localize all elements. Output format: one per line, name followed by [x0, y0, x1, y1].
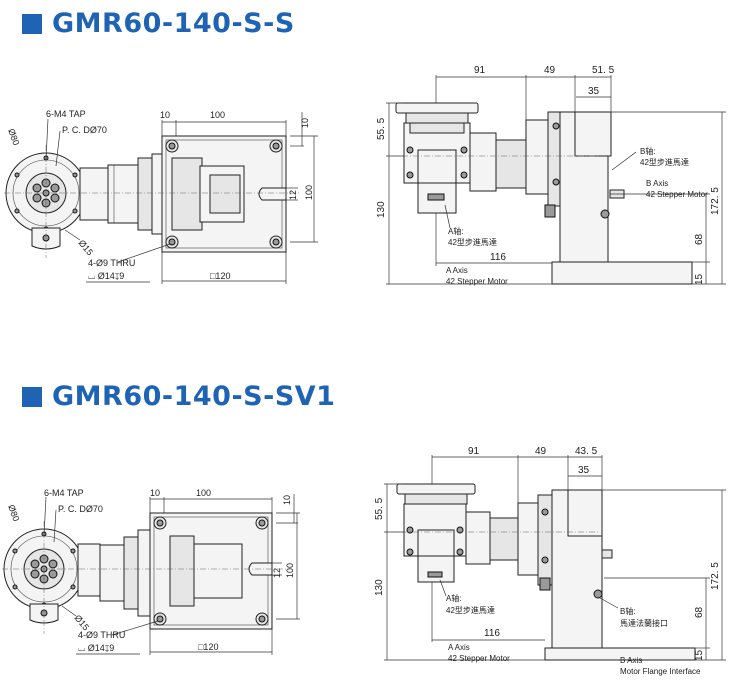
a-axis-en-1: A Axis: [446, 266, 468, 275]
dim-55-5: 55. 5: [376, 117, 387, 140]
thru-label: 4-Ø9 THRU: [78, 630, 125, 640]
dim-10-top: 10: [160, 110, 170, 120]
title-square-icon: [22, 13, 42, 34]
dim-55-5: 55. 5: [374, 497, 385, 520]
dim-116: 116: [484, 628, 500, 639]
side-view-1: 91 49 51. 5 35 55. 5 130 116 172. 5 68 1…: [376, 65, 726, 286]
a-axis-cn-1: A轴:: [448, 226, 464, 236]
front-view-2: 6-M4 TAP P. C. DØ70 Ø80 Ø15 4-Ø9 THRU ⌴ …: [2, 488, 300, 655]
a-axis-cn-1: A轴:: [446, 593, 462, 603]
dim-100-top: 100: [196, 488, 211, 498]
dim-100-right: 100: [304, 185, 314, 200]
thru-label: 4-Ø9 THRU: [88, 258, 135, 268]
dim-130: 130: [376, 201, 387, 218]
b-axis-cn-2: 42型步進馬達: [640, 157, 689, 167]
a-axis-cn-2: 42型步進馬達: [448, 237, 497, 247]
b-axis-en-1: B Axis: [646, 179, 668, 188]
dim-49: 49: [535, 446, 547, 457]
dim-box120: □120: [198, 642, 218, 652]
dim-35: 35: [578, 465, 590, 476]
tap-label: 6-M4 TAP: [46, 109, 86, 119]
side-view-2: 91 49 43. 5 35 55. 5 130 116 172. 5 68 1…: [374, 446, 726, 676]
dim-116: 116: [490, 252, 506, 263]
section-title-1: GMR60-140-S-S: [22, 8, 295, 39]
dim-100-top: 100: [210, 110, 225, 120]
dim-172-5: 172. 5: [710, 187, 721, 215]
dim-172-5: 172. 5: [710, 562, 721, 590]
dim-10-right: 10: [300, 118, 310, 128]
dia80-label: Ø80: [6, 503, 21, 522]
b-axis-en-1: B Axis: [620, 656, 642, 665]
cbore-label: ⌴ Ø14↧9: [88, 271, 124, 281]
dim-15: 15: [694, 273, 705, 285]
dim-130: 130: [374, 579, 385, 596]
cbore-label: ⌴ Ø14↧9: [78, 643, 114, 653]
a-axis-cn-2: 42型步進馬達: [446, 605, 495, 615]
base-plate: [551, 261, 693, 285]
dia15-label: Ø15: [76, 238, 95, 257]
dim-10-top: 10: [150, 488, 160, 498]
base-plate: [544, 647, 696, 661]
dim-68: 68: [694, 606, 705, 618]
a-axis-en-1: A Axis: [448, 643, 470, 652]
dim-68: 68: [694, 233, 705, 245]
dim-51-5: 51. 5: [592, 65, 615, 76]
b-axis-cn-2: 馬達法蘭接口: [620, 618, 668, 628]
tap-label: 6-M4 TAP: [44, 488, 84, 498]
a-axis-en-2: 42 Stepper Motor: [446, 277, 508, 286]
dim-15: 15: [694, 649, 705, 661]
b-axis-en-2: 42 Stepper Motor: [646, 190, 708, 199]
dim-91: 91: [474, 65, 486, 76]
pcd-label: P. C. DØ70: [62, 125, 107, 135]
dim-91: 91: [468, 446, 480, 457]
dim-12: 12: [288, 190, 298, 200]
dim-49: 49: [544, 65, 556, 76]
front-view-1: 6-M4 TAP P. C. DØ70 Ø80 Ø15 4-Ø9 THRU ⌴ …: [4, 109, 318, 284]
b-axis-cn-1: B轴:: [620, 606, 636, 616]
dim-12: 12: [272, 568, 282, 578]
output-flange: [395, 102, 479, 114]
b-axis-cn-1: B轴:: [640, 146, 656, 156]
model-title: GMR60-140-S-S: [52, 8, 295, 39]
b-axis-en-2: Motor Flange Interface: [620, 667, 701, 676]
section-title-2: GMR60-140-S-SV1: [22, 381, 335, 412]
a-axis-en-2: 42 Stepper Motor: [448, 654, 510, 663]
pcd-label: P. C. DØ70: [58, 504, 103, 514]
dim-100-right: 100: [285, 563, 295, 578]
dim-box120: □120: [210, 271, 230, 281]
output-flange: [396, 483, 476, 495]
dia80-label: Ø80: [6, 127, 21, 146]
model-title: GMR60-140-S-SV1: [52, 381, 336, 412]
dim-35: 35: [588, 86, 600, 97]
dim-43-5: 43. 5: [575, 446, 598, 457]
title-square-icon: [22, 386, 42, 407]
dim-10-right: 10: [282, 495, 292, 505]
